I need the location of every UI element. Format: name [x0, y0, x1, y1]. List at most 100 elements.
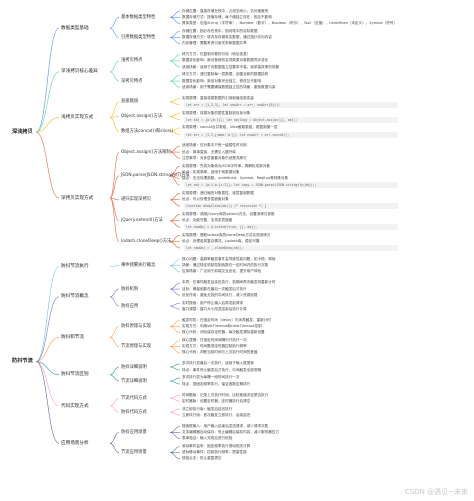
leaf-text: 核心代码：判断当前时间与上次执行时间的差值 [182, 350, 258, 355]
connector-line [169, 394, 181, 399]
connector-line [169, 145, 181, 153]
connector-line [169, 380, 181, 385]
code-snippet: let newObj = $.extend(true, {}, obj); [184, 224, 398, 231]
topic-node: 防抖节流概念 [61, 294, 89, 300]
branch-node: 防抖详细说明 [121, 364, 147, 370]
branch-node: 直接赋值 [121, 99, 139, 105]
topic-node: 浅拷贝实现方式 [61, 114, 94, 120]
connector-line [109, 288, 120, 298]
leaf-text: 文本编辑器自动保存：停止编辑后保存内容，减少服务器压力 [182, 430, 280, 434]
leaf-text: 优点：功能完善，支持多层嵌套 [182, 218, 233, 222]
connector-line [169, 397, 181, 402]
connector-line [169, 175, 181, 186]
leaf-text: 优点：处理各类复杂情况，Lodash库，稳定可靠 [182, 239, 260, 243]
topic-node: 深拷贝实现方式 [61, 195, 94, 201]
branch-node: 防抖应用场景 [121, 430, 147, 435]
connector-line [109, 374, 120, 382]
leaf-text: 按钮点击：防止重复提交 [182, 456, 222, 461]
leaf-text: 场景：通过特定机制控制函数在一定时间内的执行次数 [182, 263, 269, 268]
leaf-text: 数据变化影响：新对象修改会导致原对象数据同步变化 [182, 58, 269, 63]
connector-line [109, 326, 120, 338]
leaf-text: 多次执行变最后一次执行，适用于输入框搜索 [182, 361, 254, 366]
connector-line [169, 265, 181, 273]
leaf-text: 搜索框输入：用户输入结束后发送请求，减少请求次数 [182, 423, 269, 428]
connector-line [109, 337, 120, 347]
connector-line [109, 27, 120, 38]
connector-line [169, 116, 181, 120]
connector-line [109, 151, 120, 199]
leaf-text: 表单验证：输入完成后进行校验 [182, 436, 233, 441]
leaf-text: 立即执行版：首次触发立即执行，后续延迟 [182, 412, 251, 417]
connector-line [35, 361, 60, 376]
branch-node: 节流详细说明 [121, 378, 147, 384]
connector-line [35, 131, 60, 199]
connector-line [109, 265, 120, 267]
branch-node: 深拷贝特点 [121, 78, 143, 84]
branch-node: lodash.cloneDeep()方法 [121, 239, 172, 245]
root-node: 防抖节流 [12, 358, 33, 365]
connector-line [169, 54, 181, 62]
leaf-text: 实现原理：concat合并数组，slice截取数组，都复制第一层 [182, 125, 278, 130]
connector-line [169, 193, 181, 201]
connector-line [169, 426, 181, 433]
leaf-text: 实时搜索：用户停止输入后再发起请求 [182, 300, 244, 305]
branch-node: 防抖代码方式 [121, 409, 147, 415]
watermark: CSDN @遇见~未来 [404, 488, 468, 496]
leaf-text: 注意事项：对多层嵌套对象仍然是浅拷贝 [182, 155, 247, 160]
code-snippet: let arr = [1,2,3]; let newArr = arr; new… [184, 101, 398, 108]
connector-line [169, 408, 181, 413]
branch-node: jQuery.extend()方法 [121, 218, 163, 224]
topic-node: 深浅拷贝核心差异 [61, 69, 98, 75]
connector-line [169, 241, 181, 249]
branch-node: Object.assign()方法限制 [121, 149, 171, 155]
connector-line [169, 31, 181, 38]
leaf-text: 窗口调整：窗口大小改变结束后执行计算 [182, 306, 247, 311]
leaf-text: 实现原理：直接将原数据的引用赋值给新变量 [182, 95, 254, 100]
branch-node: 防抖原理与实现 [121, 324, 152, 329]
connector-line [169, 80, 181, 88]
leaf-text: 实现原理：调用jQuery库的extend方法，设置深拷贝参数 [182, 211, 275, 216]
connector-line [169, 235, 181, 243]
connector-line [35, 296, 60, 362]
leaf-text: 实现原理：先将对象转为JSON字符串，再解析成新对象 [182, 163, 270, 168]
code-snippet: let obj = {a:{b:1}}; let objCopy = Objec… [184, 116, 398, 123]
connector-line [35, 27, 60, 133]
connector-line [35, 266, 60, 362]
connector-line [109, 17, 120, 29]
connector-line [169, 452, 181, 460]
leaf-text: 核心代码：闭包保存定时器，每次触发清除重新设置 [182, 330, 265, 335]
connector-line [169, 377, 181, 382]
leaf-text: 优化作用：避免无效的中间执行，减少资源浪费 [182, 292, 258, 297]
leaf-text: 实现原理：递归遍历对象属性，逐层复制数据 [182, 190, 254, 195]
branch-node: 引用数据类型特性 [121, 35, 156, 40]
leaf-text: 滚动事件监听：固定频率执行滚动相关计算 [182, 444, 251, 448]
code-snippet: let arr = [1,2,{name:'a'}]; let newArr =… [184, 131, 398, 138]
leaf-text: 存储位置：指针存在栈中，指向堆中的实际数据 [182, 28, 258, 33]
leaf-text: 目标：确保函数在最后一次触发后才执行 [182, 286, 247, 291]
root-node: 深浅拷贝 [12, 128, 33, 135]
connector-line [169, 10, 181, 18]
connector-line [109, 175, 120, 199]
connector-line [109, 116, 120, 118]
branch-node: 节流应用场景 [121, 450, 147, 456]
connector-line [169, 131, 181, 135]
connector-line [109, 197, 120, 243]
connector-line [169, 60, 181, 68]
connector-line [169, 220, 181, 228]
connector-line [169, 340, 181, 347]
connector-line [169, 74, 181, 82]
leaf-text: 非立即执行版：触发后延迟执行 [182, 406, 233, 411]
connector-line [109, 197, 120, 201]
connector-line [169, 446, 181, 453]
connector-line [109, 60, 120, 73]
branch-node: 事件频繁执行概念 [121, 263, 156, 269]
connector-line [169, 214, 181, 222]
branch-node: 节流原理与实现 [121, 344, 152, 350]
connector-line [109, 432, 120, 444]
code-snippet: let obj = {a:1,b:{c:2}}; let copy = JSON… [184, 182, 398, 189]
topic-node: 防抖和节流 [61, 334, 84, 340]
connector-line [169, 151, 181, 159]
connector-line [169, 411, 181, 416]
connector-line [109, 296, 120, 307]
leaf-text: 数据存储方式：堆内存存储真实数据，通过指针访问内容 [182, 35, 272, 39]
